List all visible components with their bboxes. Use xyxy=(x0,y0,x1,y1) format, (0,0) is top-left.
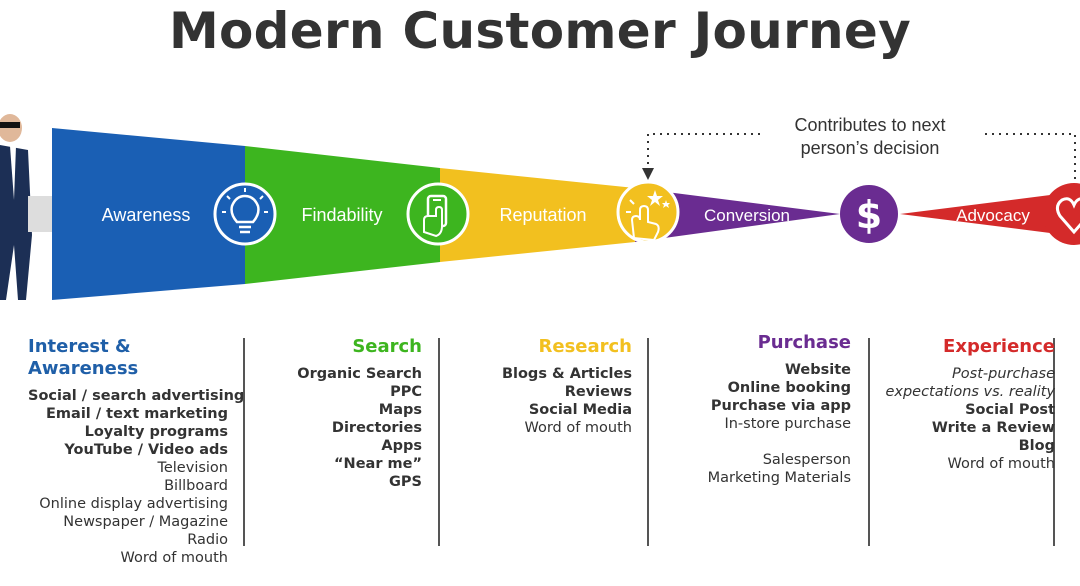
column-heading: Purchase xyxy=(757,332,851,353)
list-item: Maps xyxy=(378,402,422,418)
column-divider xyxy=(647,338,649,546)
list-item: Online display advertising xyxy=(39,496,228,512)
list-item: Salesperson xyxy=(762,452,851,468)
list-item: Loyalty programs xyxy=(84,424,228,440)
stage-label-advocacy: Advocacy xyxy=(956,206,1030,225)
list-item: Radio xyxy=(187,532,228,548)
list-item: Online booking xyxy=(727,380,851,396)
loop-note-line-2: person’s decision xyxy=(801,138,940,158)
list-item: Website xyxy=(784,362,851,378)
list-item: Blogs & Articles xyxy=(501,366,632,382)
stage-label-conversion: Conversion xyxy=(704,206,790,225)
stage-segment-awareness xyxy=(52,128,245,300)
diagram-title: Modern Customer Journey xyxy=(168,2,912,60)
list-item: Television xyxy=(157,460,228,476)
column-divider xyxy=(868,338,870,546)
list-item: “Near me” xyxy=(334,456,422,472)
loop-line-right xyxy=(985,133,1076,185)
list-item: Blog xyxy=(1018,438,1055,454)
list-item: Social Media xyxy=(528,402,632,418)
stage-label-awareness: Awareness xyxy=(102,205,191,225)
column-divider xyxy=(243,338,245,546)
stage-segment-advocacy xyxy=(900,194,1058,234)
list-item: Reviews xyxy=(564,384,632,400)
column-heading: Experience xyxy=(943,336,1055,357)
loop-note-line-1: Contributes to next xyxy=(794,115,945,135)
column-heading: Research xyxy=(538,336,633,357)
list-item: Marketing Materials xyxy=(707,470,851,486)
stage-segment-findability xyxy=(245,146,440,284)
stage-segment-reputation xyxy=(440,168,635,262)
column-divider xyxy=(1053,338,1055,546)
list-item: Purchase via app xyxy=(710,398,851,414)
list-item: Apps xyxy=(381,438,422,454)
businessman-figure xyxy=(0,114,32,300)
loop-line-left xyxy=(647,133,760,172)
list-item: expectations vs. reality xyxy=(885,384,1055,400)
list-item: Social Post xyxy=(965,402,1055,418)
list-item: YouTube / Video ads xyxy=(64,442,228,458)
list-item: PPC xyxy=(390,384,422,400)
list-item: Email / text marketing xyxy=(46,406,228,422)
review-stars-icon xyxy=(616,180,680,244)
list-item xyxy=(665,433,851,451)
column-heading: Interest & Awareness xyxy=(28,336,139,379)
list-item: Directories xyxy=(331,420,422,436)
list-item: GPS xyxy=(389,474,422,490)
loop-arrowhead xyxy=(642,168,654,180)
heart-icon xyxy=(1043,183,1080,245)
column-experience: Experience Post-purchase expectations vs.… xyxy=(875,336,1055,473)
list-item: Word of mouth xyxy=(947,456,1055,472)
lightbulb-icon xyxy=(213,182,277,246)
list-item: Organic Search xyxy=(297,366,422,382)
stage-label-reputation: Reputation xyxy=(499,205,586,225)
column-divider xyxy=(438,338,440,546)
list-item: Word of mouth xyxy=(120,550,228,566)
stage-label-findability: Findability xyxy=(301,205,382,225)
stage-segment-conversion xyxy=(635,188,840,242)
column-heading: Search xyxy=(352,336,422,357)
list-item: Post-purchase xyxy=(952,366,1055,382)
list-item: In-store purchase xyxy=(724,416,851,432)
svg-text:$: $ xyxy=(856,193,882,237)
list-item: Billboard xyxy=(164,478,228,494)
dollar-icon: $ xyxy=(840,185,898,243)
list-item: Newspaper / Magazine xyxy=(63,514,228,530)
list-item: Write a Review xyxy=(931,420,1055,436)
column-interest-awareness: Interest & Awareness Social / search adv… xyxy=(28,336,245,567)
list-item: Word of mouth xyxy=(524,420,632,436)
list-item: Social / search advertising xyxy=(28,388,245,404)
smartphone-touch-icon xyxy=(406,182,470,246)
